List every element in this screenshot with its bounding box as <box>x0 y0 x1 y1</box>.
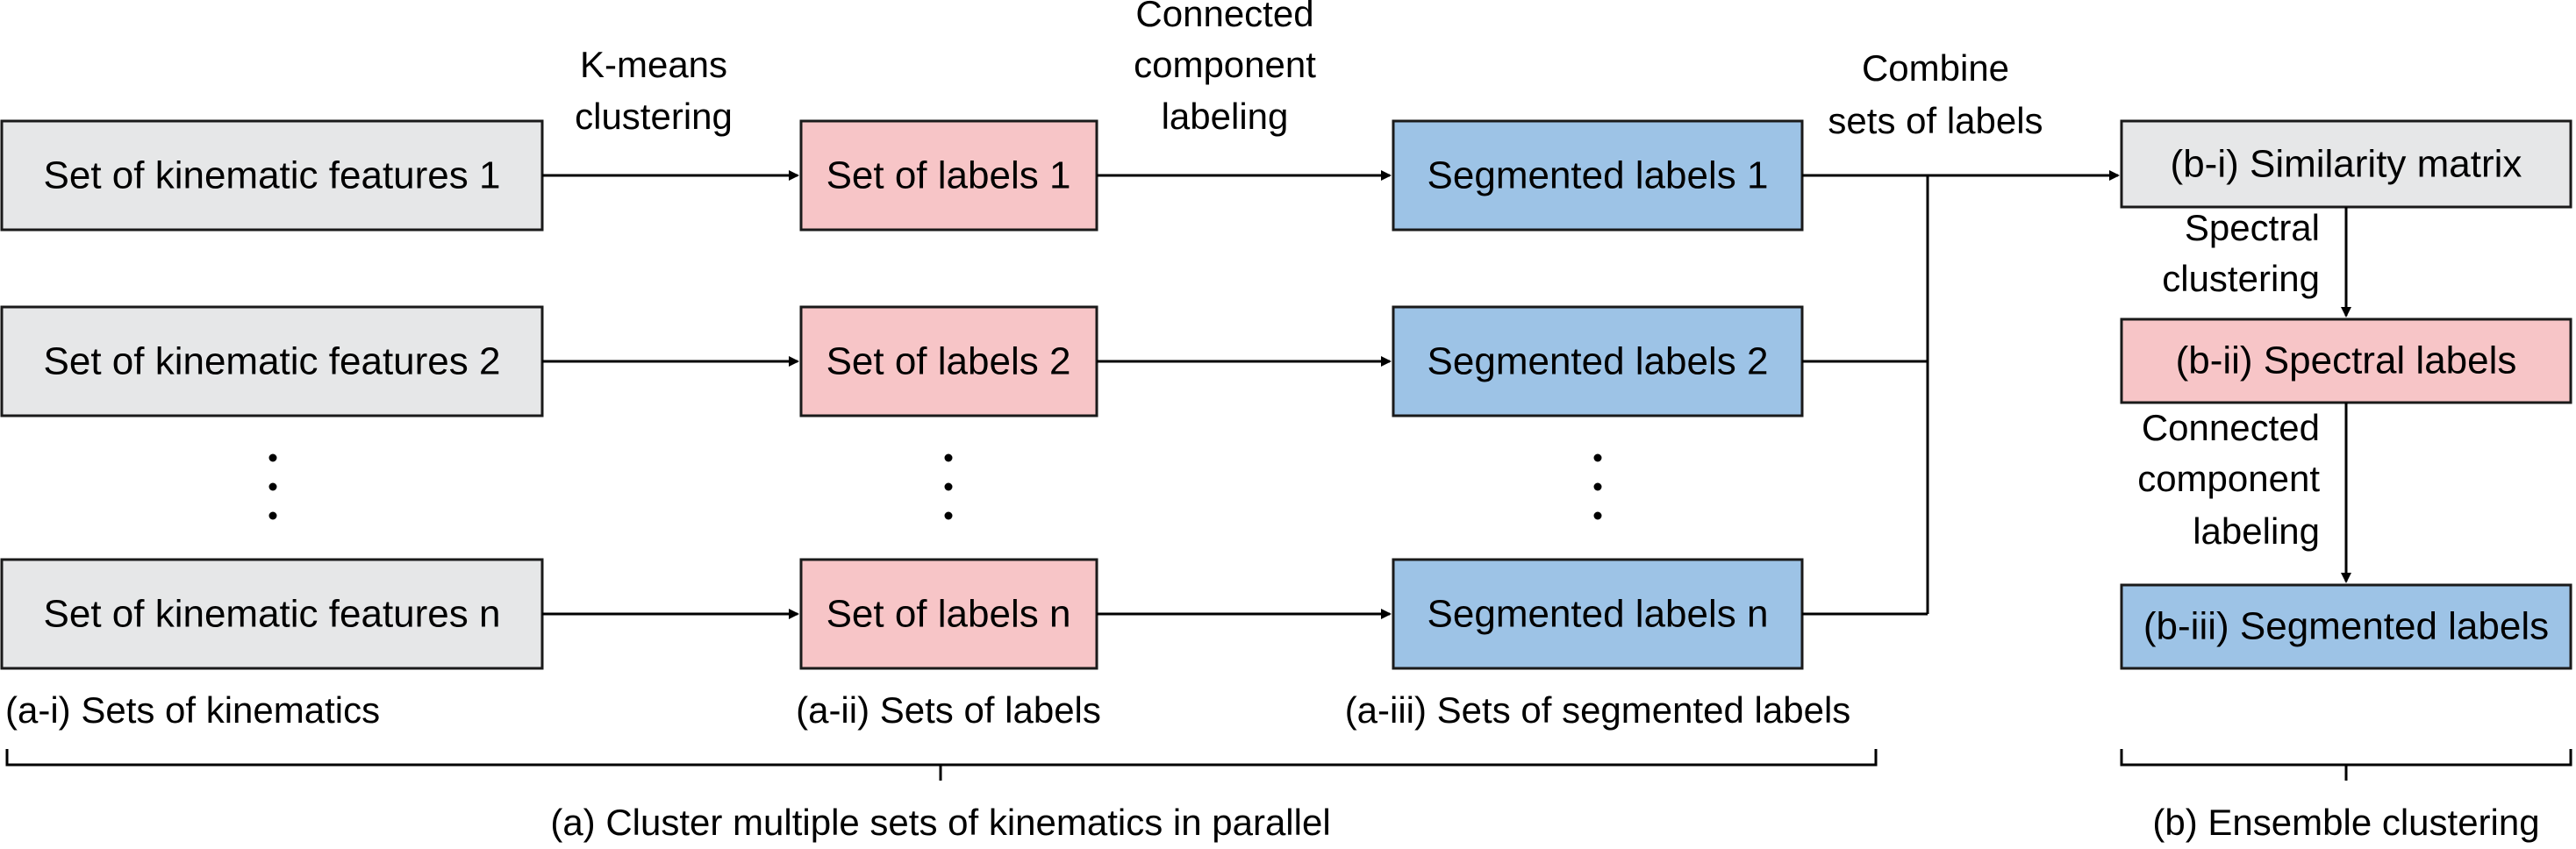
ccl2-label-line2: component <box>2137 458 2320 499</box>
spectral-labels-box <box>2120 317 2572 404</box>
similarity-matrix-box <box>2120 119 2572 209</box>
spectral-clustering-label-line1: Spectral <box>2185 207 2320 248</box>
bracket-a <box>5 749 1878 781</box>
ensemble-segmented-box <box>2120 583 2572 670</box>
ellipsis-dots-segmented <box>1593 453 1602 520</box>
labels-box-n-text: Set of labels n <box>826 593 1071 636</box>
segmented-box-n-text: Segmented labels n <box>1428 593 1769 636</box>
caption-a-ii: (a-ii) Sets of labels <box>796 689 1101 731</box>
ellipsis-dots-features <box>268 453 277 520</box>
ccl-label-line3: labeling <box>1162 96 1289 137</box>
features-box-2 <box>0 305 544 417</box>
bracket-b <box>2120 749 2572 781</box>
segmented-box-2 <box>1392 305 1804 417</box>
ccl2-label-line1: Connected <box>2142 407 2320 448</box>
similarity-matrix-text: (b-i) Similarity matrix <box>2171 143 2522 186</box>
labels-box-n <box>799 558 1098 670</box>
ccl-label-line2: component <box>1134 44 1316 85</box>
labels-box-2 <box>799 305 1098 417</box>
segmented-box-1 <box>1392 119 1804 232</box>
ccl2-label-line3: labeling <box>2193 510 2320 552</box>
caption-a-i: (a-i) Sets of kinematics <box>5 689 380 731</box>
features-box-2-text: Set of kinematic features 2 <box>44 340 501 383</box>
features-box-n <box>0 558 544 670</box>
spectral-labels-text: (b-ii) Spectral labels <box>2176 339 2517 382</box>
labels-box-2-text: Set of labels 2 <box>826 340 1071 383</box>
features-box-n-text: Set of kinematic features n <box>44 593 501 636</box>
ensemble-segmented-text: (b-iii) Segmented labels <box>2143 605 2549 648</box>
labels-box-1-text: Set of labels 1 <box>826 154 1071 197</box>
segmented-box-n <box>1392 558 1804 670</box>
features-box-1 <box>0 119 544 232</box>
combine-label-line2: sets of labels <box>1828 100 2043 141</box>
caption-a: (a) Cluster multiple sets of kinematics … <box>550 802 1330 843</box>
segmented-box-1-text: Segmented labels 1 <box>1428 154 1769 197</box>
spectral-clustering-label-line2: clustering <box>2162 258 2320 299</box>
ellipsis-dots-labels <box>944 453 953 520</box>
kmeans-label-line1: K-means <box>580 44 727 85</box>
ccl-label-line1: Connected <box>1135 0 1313 34</box>
caption-a-iii: (a-iii) Sets of segmented labels <box>1345 689 1851 731</box>
combine-connector <box>1802 175 1929 616</box>
kmeans-label-line2: clustering <box>575 96 733 137</box>
features-box-1-text: Set of kinematic features 1 <box>44 154 501 197</box>
caption-b: (b) Ensemble clustering <box>2152 802 2539 843</box>
segmented-box-2-text: Segmented labels 2 <box>1428 340 1769 383</box>
combine-label-line1: Combine <box>1862 47 2009 89</box>
